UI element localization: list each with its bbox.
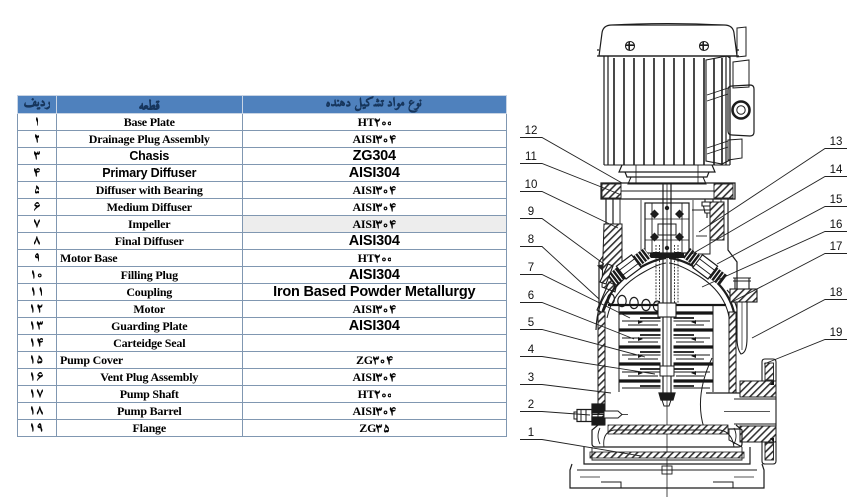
svg-text:8: 8 <box>528 234 534 246</box>
svg-text:10: 10 <box>525 179 538 191</box>
svg-text:13: 13 <box>830 136 843 148</box>
svg-text:19: 19 <box>830 327 843 339</box>
svg-text:17: 17 <box>830 241 843 253</box>
svg-text:11: 11 <box>525 151 537 163</box>
svg-text:3: 3 <box>528 372 534 384</box>
svg-text:12: 12 <box>525 125 538 137</box>
svg-text:1: 1 <box>528 427 534 439</box>
svg-text:15: 15 <box>830 194 843 206</box>
svg-text:16: 16 <box>830 219 843 231</box>
svg-text:2: 2 <box>528 399 534 411</box>
svg-text:18: 18 <box>830 287 843 299</box>
svg-text:5: 5 <box>528 317 534 329</box>
svg-text:14: 14 <box>830 164 843 176</box>
svg-text:7: 7 <box>528 262 534 274</box>
svg-text:9: 9 <box>528 206 534 218</box>
svg-text:6: 6 <box>528 290 534 302</box>
svg-text:4: 4 <box>528 344 535 356</box>
